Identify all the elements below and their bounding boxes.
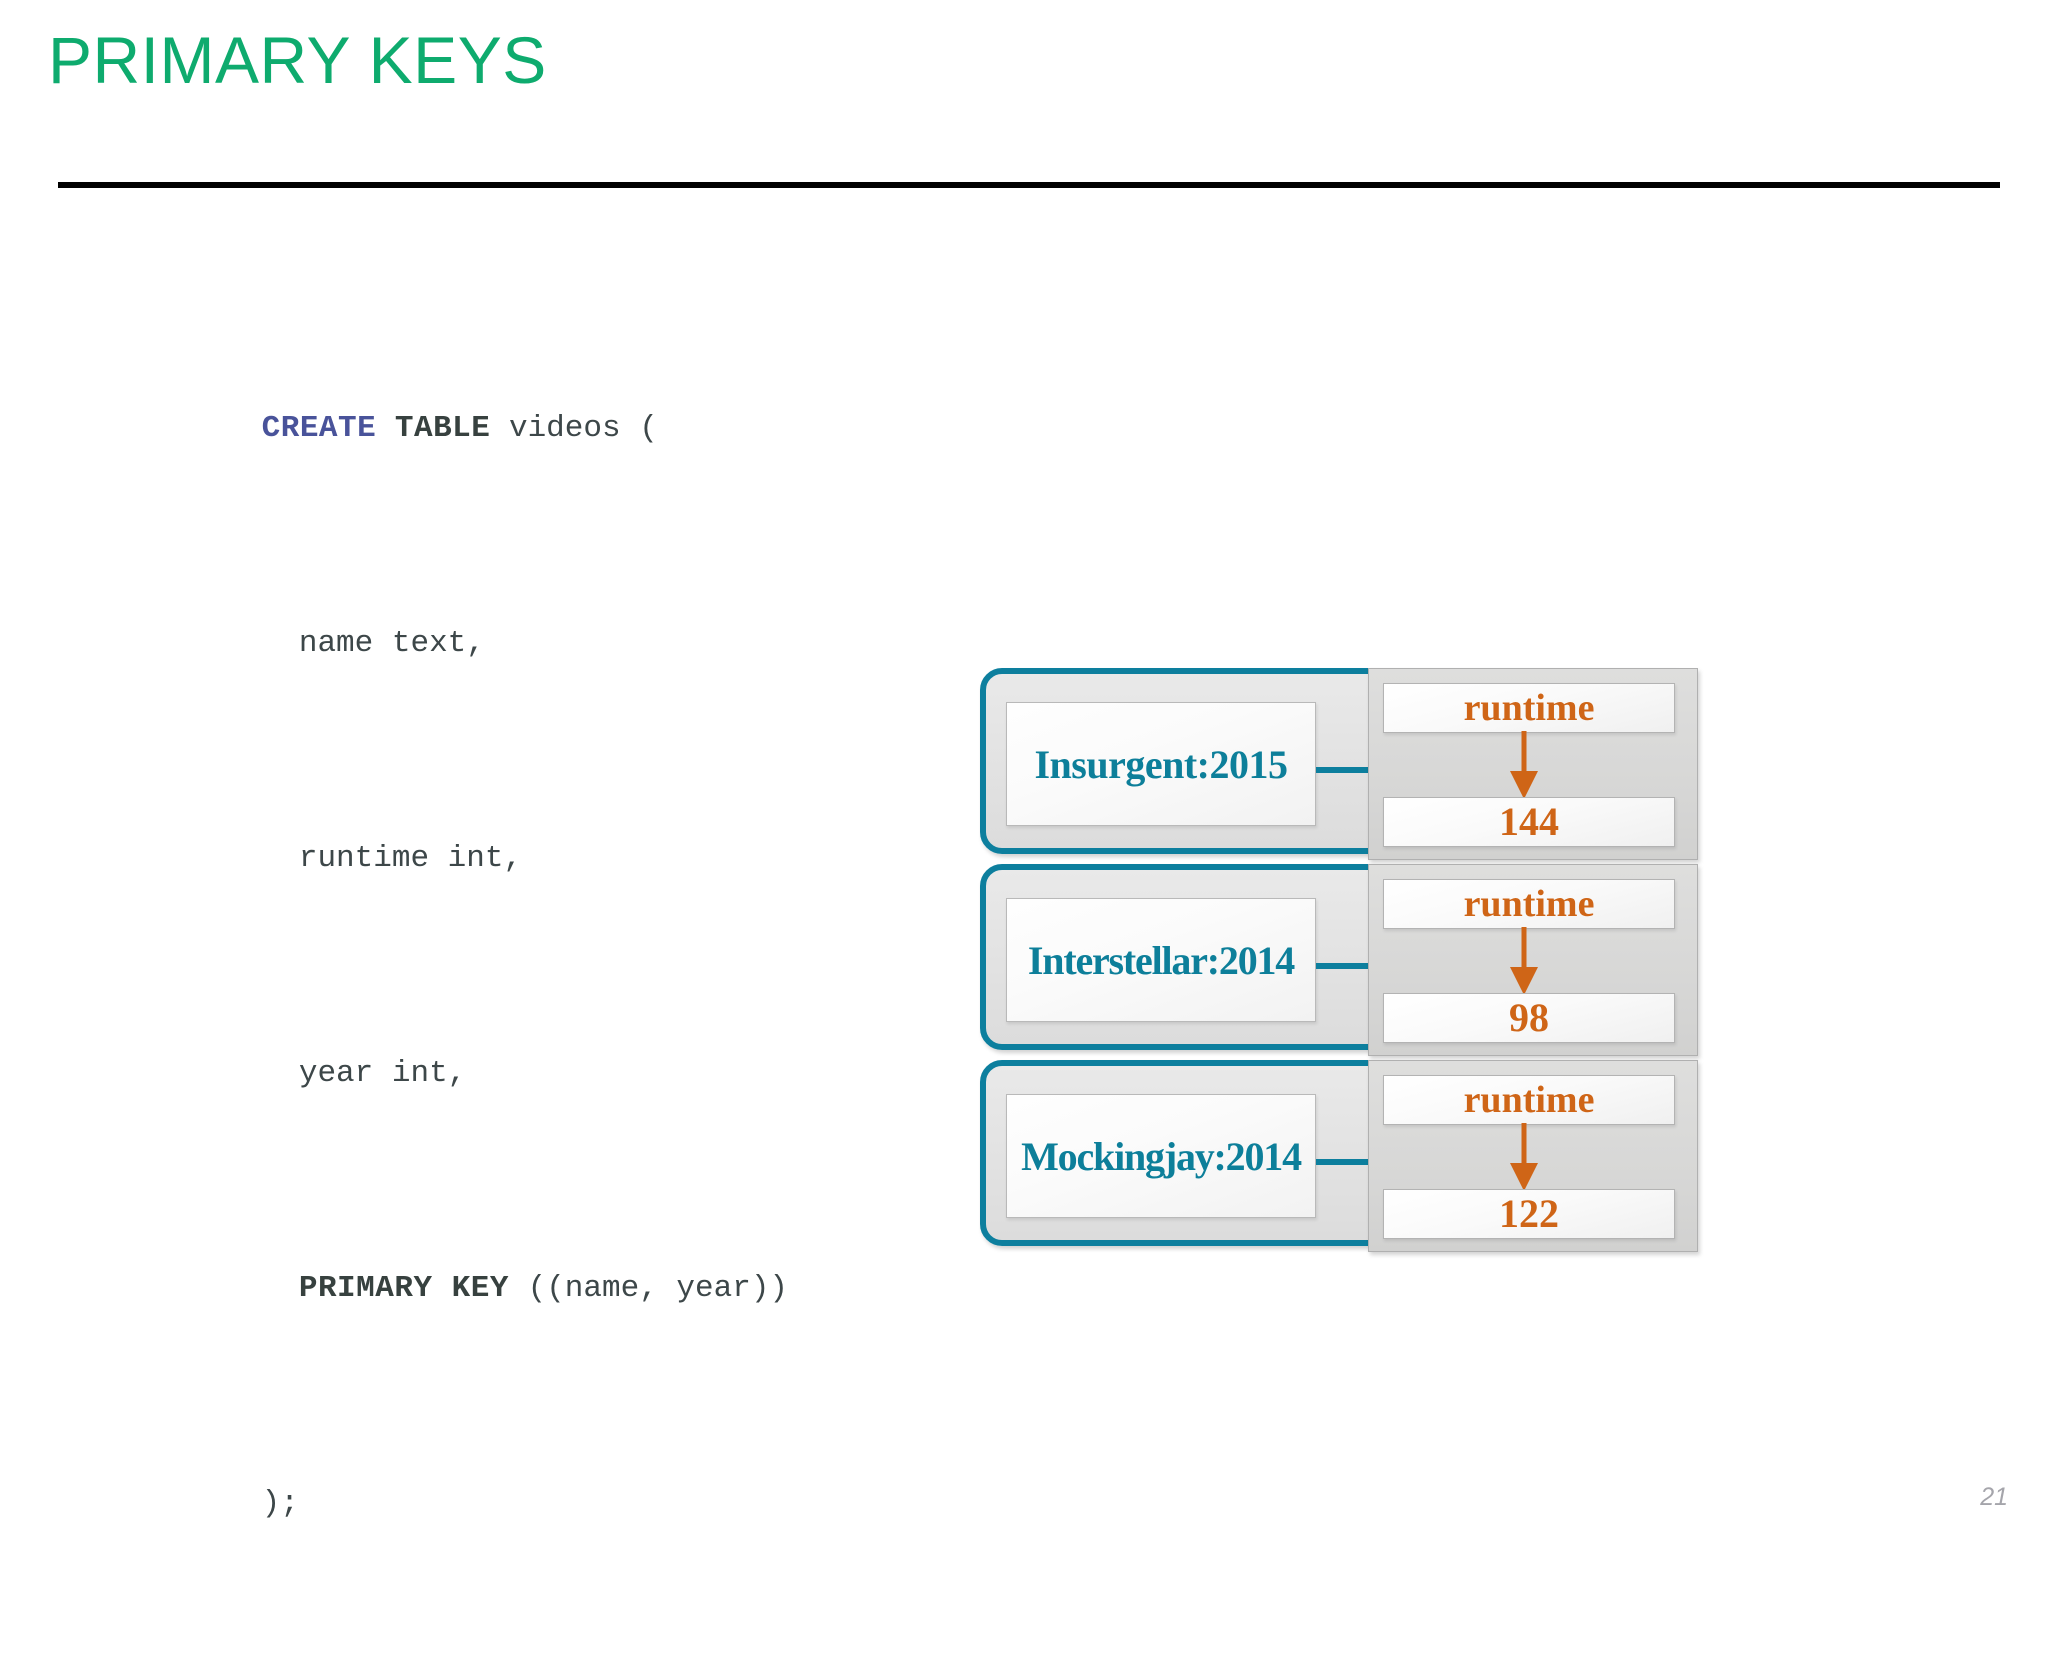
code-line: CREATE TABLE videos ( <box>150 364 788 493</box>
column-name-label: runtime <box>1463 883 1595 925</box>
keyword-table: TABLE <box>394 411 491 446</box>
row-cells-panel: runtime 122 <box>1368 1060 1698 1252</box>
primary-key-box: Insurgent:2015 <box>1006 702 1316 826</box>
code-space <box>376 411 395 446</box>
column-name-label: runtime <box>1463 1079 1595 1121</box>
column-name-cell: runtime <box>1383 879 1675 929</box>
table-row: Mockingjay:2014 runtime 122 <box>980 1060 1698 1252</box>
code-column-name: name text, <box>298 626 485 661</box>
table-row: Interstellar:2014 runtime 98 <box>980 864 1698 1056</box>
code-primary-key-cols: ((name, year)) <box>508 1271 789 1306</box>
primary-key-box: Mockingjay:2014 <box>1006 1094 1316 1218</box>
primary-key-label: Interstellar:2014 <box>1027 937 1295 983</box>
column-name-cell: runtime <box>1383 1075 1675 1125</box>
code-text <box>262 1056 299 1091</box>
partition-row-diagram: Insurgent:2015 runtime 144 <box>980 668 1700 1434</box>
code-text <box>262 841 299 876</box>
column-value-label: 122 <box>1499 1191 1559 1236</box>
code-statement-end: ); <box>261 1486 299 1521</box>
code-text <box>262 1271 299 1306</box>
column-value-label: 144 <box>1499 799 1559 844</box>
primary-key-label: Insurgent:2015 <box>1034 741 1288 787</box>
column-name-cell: runtime <box>1383 683 1675 733</box>
column-value-label: 98 <box>1509 995 1549 1040</box>
keyword-primary-key: PRIMARY KEY <box>298 1271 509 1306</box>
primary-key-box: Interstellar:2014 <box>1006 898 1316 1022</box>
code-line: runtime int, <box>150 794 788 923</box>
code-line: name text, <box>150 579 788 708</box>
code-text <box>262 626 299 661</box>
row-cells-panel: runtime 98 <box>1368 864 1698 1056</box>
column-value-cell: 122 <box>1383 1189 1675 1239</box>
column-name-label: runtime <box>1463 687 1595 729</box>
code-text: videos ( <box>490 411 658 446</box>
column-to-value-arrow-icon <box>1510 731 1538 799</box>
sql-code-block: CREATE TABLE videos ( name text, runtime… <box>150 278 788 1654</box>
code-line: year int, <box>150 1009 788 1138</box>
code-column-runtime: runtime int, <box>298 841 523 876</box>
code-line: PRIMARY KEY ((name, year)) <box>150 1224 788 1353</box>
keyword-create: CREATE <box>261 411 377 446</box>
column-value-cell: 144 <box>1383 797 1675 847</box>
code-column-year: year int, <box>298 1056 467 1091</box>
title-divider <box>58 182 2000 188</box>
page-title: PRIMARY KEYS <box>48 23 547 97</box>
slide-canvas: PRIMARY KEYS CREATE TABLE videos ( name … <box>48 23 2008 1521</box>
column-to-value-arrow-icon <box>1510 1123 1538 1191</box>
page-number: 21 <box>1980 1483 2008 1511</box>
primary-key-label: Mockingjay:2014 <box>1021 1133 1302 1179</box>
column-value-cell: 98 <box>1383 993 1675 1043</box>
row-cells-panel: runtime 144 <box>1368 668 1698 860</box>
column-to-value-arrow-icon <box>1510 927 1538 995</box>
table-row: Insurgent:2015 runtime 144 <box>980 668 1698 860</box>
code-line: ); <box>150 1439 788 1568</box>
